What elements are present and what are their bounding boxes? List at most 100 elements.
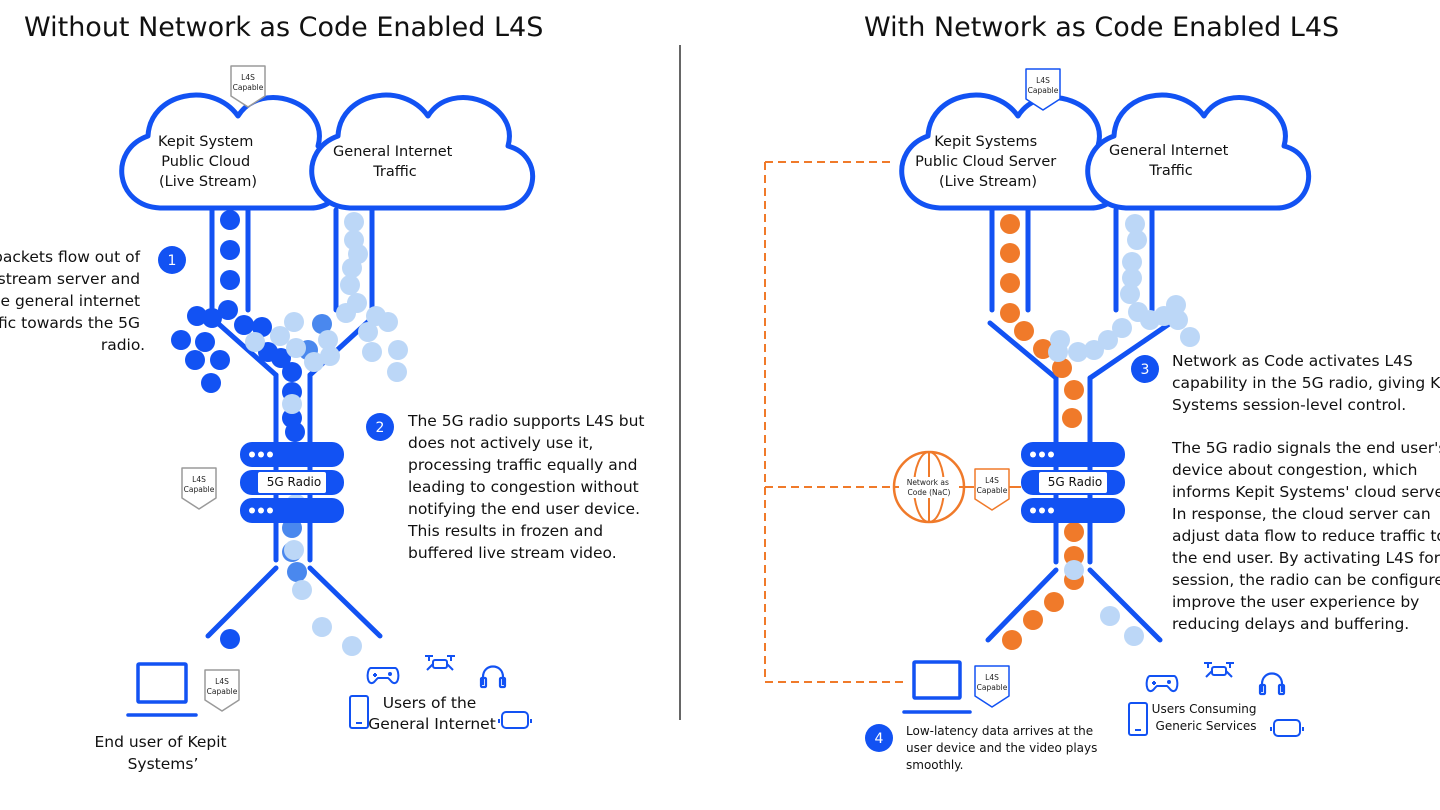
left-step-2-text: The 5G radio supports L4S but does not a… (407, 412, 649, 562)
l4s-badge-icon: L4S Capable (1025, 68, 1061, 111)
right-cloud-general-label: General Internet Traffic (1109, 143, 1233, 179)
phone-icon (1128, 702, 1148, 736)
right-step-3-text-a: Network as Code activates L4S capability… (1172, 352, 1440, 414)
general-packet (1125, 214, 1145, 234)
general-packet (358, 322, 378, 342)
l4s-badge-icon: L4S Capable (974, 468, 1010, 511)
general-packet (312, 617, 332, 637)
general-packet (1127, 230, 1147, 250)
general-packet (1048, 342, 1068, 362)
right-cloud-kepit (902, 95, 1123, 208)
svg-text:4: 4 (875, 731, 884, 747)
stream-packet (1000, 243, 1020, 263)
general-packet (378, 312, 398, 332)
svg-text:Capable: Capable (1028, 86, 1059, 95)
stream-packet (252, 317, 272, 337)
stream-packet (220, 629, 240, 649)
stream-packet (1014, 321, 1034, 341)
globe-icon (892, 450, 966, 524)
stream-packet (285, 422, 305, 442)
general-packet (286, 338, 306, 358)
stream-packet (1064, 546, 1084, 566)
stream-packet (1023, 610, 1043, 630)
general-packet (1068, 342, 1088, 362)
left-packets (171, 210, 408, 656)
stream-packet (220, 210, 240, 230)
general-packet (245, 332, 265, 352)
svg-text:L4S: L4S (241, 73, 255, 82)
stream-packet (1002, 630, 1022, 650)
left-general-users-label: Users of the General Internet (368, 694, 496, 733)
general-packet (1180, 327, 1200, 347)
l4s-badge-icon: L4S Capable (181, 467, 217, 510)
stream-packet (1044, 592, 1064, 612)
svg-text:L4S: L4S (985, 476, 999, 485)
gamepad-icon (366, 667, 400, 685)
svg-text:Capable: Capable (233, 83, 264, 92)
general-packet (340, 275, 360, 295)
general-packet (342, 258, 362, 278)
stream-packet (218, 300, 238, 320)
l4s-badge-icon: L4S Capable (204, 669, 240, 712)
general-packet (1084, 340, 1104, 360)
left-end-user-label: End user of Kepit Systems’ (94, 733, 231, 773)
right-panel: With Network as Code Enabled L4S Kepit S… (764, 12, 1440, 772)
stream-packet (1000, 273, 1020, 293)
vr-headset-icon (498, 711, 532, 729)
general-packet (344, 212, 364, 232)
stream-packet (1033, 339, 1053, 359)
general-packet (320, 346, 340, 366)
stream-packet (1064, 522, 1084, 542)
general-packet (342, 636, 362, 656)
gamepad-icon (1145, 675, 1179, 693)
laptop-icon (126, 662, 198, 717)
stream-packet (1052, 358, 1072, 378)
right-step-4-text: Low-latency data arrives at the user dev… (906, 724, 1101, 772)
right-radio-label: 5G Radio (1048, 475, 1102, 489)
svg-text:1: 1 (168, 253, 177, 269)
right-packets (1000, 214, 1200, 650)
svg-text:2: 2 (376, 420, 385, 436)
stream-packet (312, 314, 332, 334)
left-cloud-general-label: General Internet Traffic (333, 144, 457, 180)
left-cloud-kepit-label: Kepit System Public Cloud (Live Stream) (158, 134, 258, 190)
general-packet (336, 303, 356, 323)
stream-packet (1000, 214, 1020, 234)
general-packet (387, 362, 407, 382)
right-cloud-kepit-label: Kepit Systems Public Cloud Server (Live … (915, 134, 1061, 190)
headphones-icon (479, 665, 507, 689)
right-generic-users-label: Users Consuming Generic Services (1152, 702, 1261, 733)
stream-packet (287, 562, 307, 582)
general-packet (304, 352, 324, 372)
stream-packet (271, 348, 291, 368)
svg-text:L4S: L4S (192, 475, 206, 484)
step-2-marker: 2 (366, 413, 394, 441)
stream-packet (234, 315, 254, 335)
nac-control-path (764, 161, 905, 683)
svg-text:Capable: Capable (184, 485, 215, 494)
stream-packet (1000, 303, 1020, 323)
svg-text:Capable: Capable (207, 687, 238, 696)
laptop-icon (902, 660, 972, 714)
l4s-badge-icon: L4S Capable (974, 665, 1010, 708)
stream-packet (171, 330, 191, 350)
svg-text:3: 3 (1141, 362, 1150, 378)
general-packet (1100, 606, 1120, 626)
drone-icon (425, 655, 455, 671)
step-3-marker: 3 (1131, 355, 1159, 383)
phone-icon (349, 695, 369, 729)
general-packet (1122, 252, 1142, 272)
left-title: Without Network as Code Enabled L4S (24, 12, 543, 43)
stream-packet (202, 308, 222, 328)
general-packet (1064, 560, 1084, 580)
stream-packet (220, 270, 240, 290)
general-packet (270, 326, 290, 346)
step-4-marker: 4 (865, 724, 893, 752)
drone-icon (1204, 662, 1234, 678)
stream-packet (187, 306, 207, 326)
stream-packet (201, 373, 221, 393)
l4s-badge-icon: L4S Capable (230, 65, 266, 108)
general-packet (1122, 268, 1142, 288)
right-title: With Network as Code Enabled L4S (864, 12, 1339, 43)
